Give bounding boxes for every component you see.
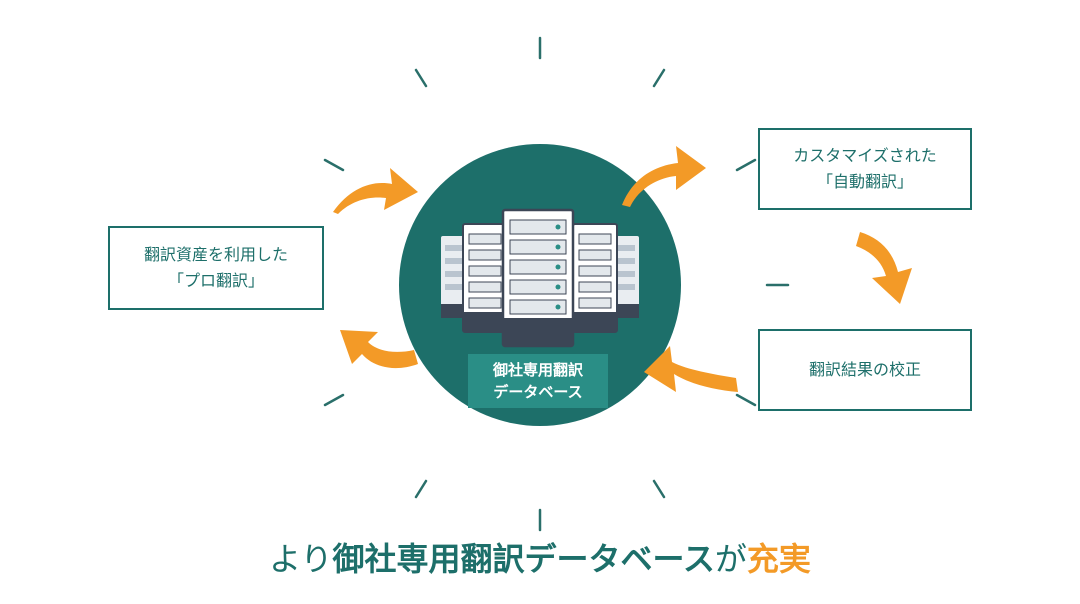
- database-label-line1: 御社専用翻訳: [492, 361, 583, 379]
- tick-top-right: [652, 68, 666, 88]
- auto-translation-box: カスタマイズされた 「自動翻訳」: [758, 128, 972, 210]
- tick-bottom-right: [652, 479, 666, 499]
- tick-lower-right: [735, 393, 757, 407]
- radiating-ticks: [323, 36, 790, 532]
- proofreading-line1: 翻訳結果の校正: [808, 360, 921, 379]
- server-unit-center: [501, 208, 575, 348]
- auto-translation-line2: 「自動翻訳」: [816, 172, 913, 191]
- arrow-out-circle-bottom-left-icon: [340, 330, 418, 369]
- arrow-out-circle-top-right-icon: [622, 146, 706, 207]
- arrow-down-right-icon: [856, 232, 912, 304]
- pro-translation-line1: 翻訳資産を利用した: [143, 245, 288, 264]
- tick-bottom-left: [414, 479, 428, 499]
- server-rack-icon: [441, 208, 639, 348]
- arrow-into-circle-top-left-icon: [333, 168, 418, 214]
- proofreading-box: 翻訳結果の校正: [758, 329, 972, 411]
- caption-highlight: 充実: [746, 540, 811, 578]
- server-unit-left: [462, 223, 508, 333]
- database-label: 御社専用翻訳 データベース: [468, 354, 608, 408]
- caption-middle: 御社専用翻訳データベース: [332, 540, 715, 578]
- auto-translation-line1: カスタマイズされた: [793, 146, 937, 165]
- server-unit-right: [572, 223, 618, 333]
- tick-upper-left: [323, 158, 345, 172]
- database-label-line2: データベース: [493, 383, 583, 401]
- bottom-caption: より御社専用翻訳データベースが充実: [0, 537, 1080, 581]
- tick-lower-left: [323, 393, 345, 407]
- server-unit-far-right: [613, 236, 639, 318]
- pro-translation-box: 翻訳資産を利用した 「プロ翻訳」: [108, 226, 324, 310]
- pro-translation-line2: 「プロ翻訳」: [167, 271, 264, 290]
- server-unit-far-left: [441, 236, 467, 318]
- caption-particle: が: [714, 540, 747, 578]
- caption-prefix: より: [269, 540, 333, 578]
- tick-upper-right: [735, 158, 757, 172]
- flow-arrows: [333, 146, 912, 392]
- arrow-into-circle-bottom-right-icon: [644, 346, 738, 392]
- tick-top-left: [414, 68, 428, 88]
